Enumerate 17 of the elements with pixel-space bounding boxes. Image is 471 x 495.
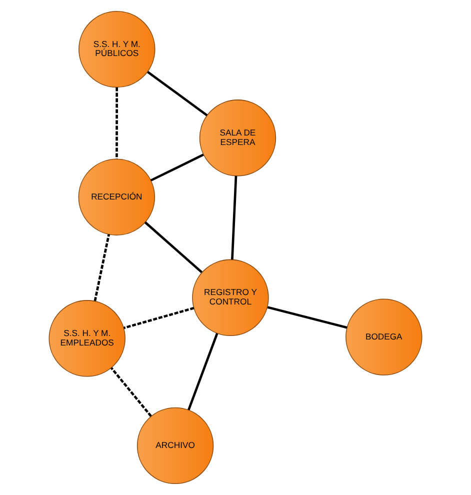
node-circle: SALA DE ESPERA — [199, 100, 276, 176]
node-circle: BODEGA — [346, 298, 422, 376]
connector — [188, 333, 218, 410]
connector — [150, 154, 204, 182]
connector — [147, 70, 208, 116]
connector — [116, 87, 118, 159]
node-circle: S.S. H. Y M. EMPLEADOS — [48, 300, 126, 377]
connector — [110, 367, 152, 417]
connector — [94, 234, 110, 302]
connector — [267, 306, 348, 329]
connector — [144, 221, 203, 274]
node-circle: RECEPCIÓN — [78, 158, 156, 236]
node-circle: ARCHIVO — [136, 407, 214, 484]
node-circle: S.S. H. Y M. PÚBLICOS — [78, 10, 156, 88]
node-circle: REGISTRO Y CONTROL — [192, 259, 269, 336]
connector — [124, 306, 194, 330]
connector — [231, 176, 238, 260]
